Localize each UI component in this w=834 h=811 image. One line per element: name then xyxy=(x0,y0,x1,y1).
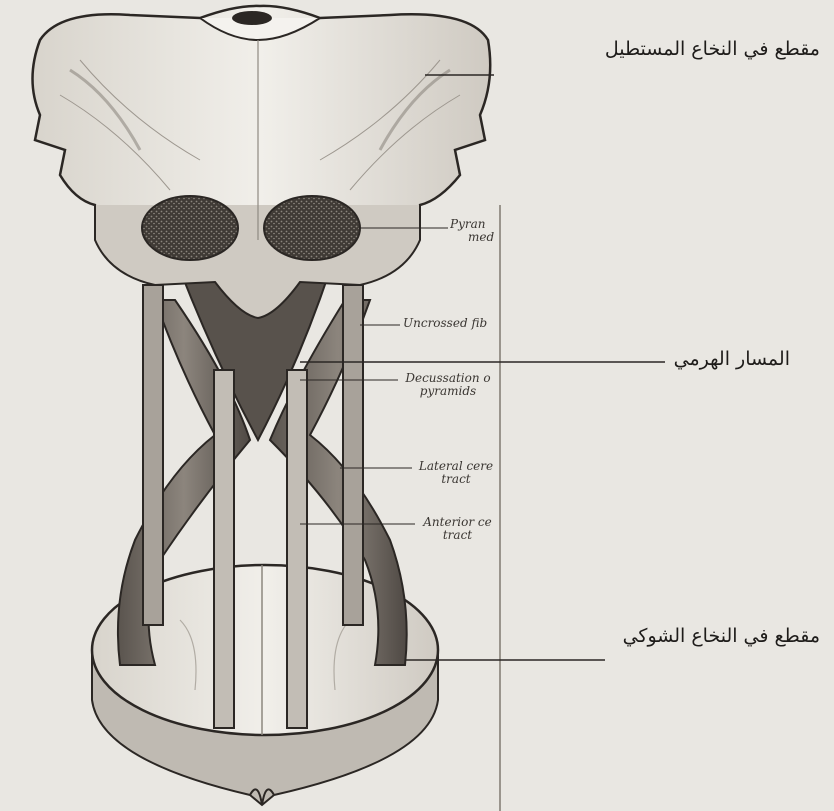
label-medulla-section: مقطع في النخاع المستطيل xyxy=(605,38,820,60)
right-pyramid xyxy=(264,196,360,260)
label-anterior-tract: Anterior ce tract xyxy=(417,516,498,542)
medulla-section xyxy=(33,6,491,318)
label-pyramid: Pyran med xyxy=(450,218,498,244)
label-spinal-section: مقطع في النخاع الشوكي xyxy=(623,625,820,647)
left-pyramid xyxy=(142,196,238,260)
label-lateral-tract: Lateral cere tract xyxy=(414,460,498,486)
label-uncrossed-fibers: Uncrossed fib xyxy=(403,317,498,330)
label-decussation: Decussation o pyramids xyxy=(398,372,498,398)
label-pyramidal-tract: المسار الهرمي xyxy=(674,348,790,370)
